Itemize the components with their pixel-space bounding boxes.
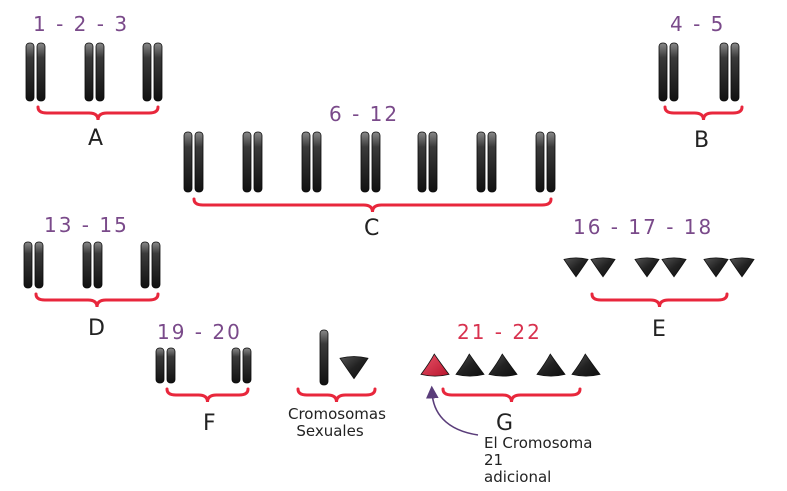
group-b-numbers: 4 - 5 xyxy=(670,12,726,36)
group-e-numbers: 16 - 17 - 18 xyxy=(573,215,714,239)
brace-group-f xyxy=(165,387,250,403)
group-a-letter: A xyxy=(88,126,104,151)
chromosome-d-2-right xyxy=(93,241,103,289)
sex-chromosomes-line1: Cromosomas xyxy=(288,405,386,423)
chromosome-c-1-left xyxy=(183,131,193,193)
extra-chromosome-label: El Cromosoma 21 adicional xyxy=(484,435,604,486)
chromosome-d-3-right xyxy=(151,241,161,289)
chromosome-e-1-right xyxy=(590,257,616,278)
group-c-numbers: 6 - 12 xyxy=(329,102,400,126)
chromosome-c-4-left xyxy=(360,131,370,193)
chromosome-21-left xyxy=(455,353,485,377)
chromosome-c-6-left xyxy=(476,131,486,193)
chromosome-d-2-left xyxy=(82,241,92,289)
chromosome-e-3-left xyxy=(703,257,729,278)
extra-chromosome-line1: El Cromosoma 21 xyxy=(484,434,593,469)
group-g-letter: G xyxy=(496,411,514,436)
chromosome-f-2-left xyxy=(231,347,241,384)
extra-chromosome-line2: adicional xyxy=(484,468,552,486)
brace-group-b xyxy=(663,105,744,121)
sex-chromosomes-line2: Sexuales xyxy=(296,422,364,440)
chromosome-a-1-right xyxy=(36,42,46,102)
chromosome-d-1-right xyxy=(34,241,44,289)
chromosome-f-1-right xyxy=(166,347,176,384)
sex-chromosomes-label: Cromosomas Sexuales xyxy=(288,406,386,440)
chromosome-b-1-left xyxy=(658,42,668,102)
group-f-letter: F xyxy=(203,411,216,436)
group-e-letter: E xyxy=(652,317,666,342)
chromosome-d-3-left xyxy=(140,241,150,289)
chromosome-c-7-left xyxy=(535,131,545,193)
chromosome-c-3-left xyxy=(301,131,311,193)
chromosome-c-3-right xyxy=(312,131,322,193)
brace-group-d xyxy=(34,292,160,308)
chromosome-a-3-right xyxy=(153,42,163,102)
chromosome-c-6-right xyxy=(487,131,497,193)
group-b-letter: B xyxy=(694,128,710,153)
chromosome-22-right xyxy=(571,353,601,377)
group-f-numbers: 19 - 20 xyxy=(157,320,242,344)
chromosome-a-2-right xyxy=(95,42,105,102)
chromosome-21-extra xyxy=(420,353,450,377)
chromosome-a-1-left xyxy=(25,42,35,102)
chromosome-c-4-right xyxy=(371,131,381,193)
brace-group-c xyxy=(192,197,553,213)
chromosome-d-1-left xyxy=(23,241,33,289)
chromosome-22-left xyxy=(536,353,566,377)
chromosome-b-2-left xyxy=(719,42,729,102)
brace-group-a xyxy=(36,105,160,121)
chromosome-c-2-right xyxy=(253,131,263,193)
chromosome-c-5-right xyxy=(428,131,438,193)
chromosome-a-3-left xyxy=(142,42,152,102)
chromosome-b-1-right xyxy=(669,42,679,102)
group-g-numbers: 21 - 22 xyxy=(457,320,542,344)
brace-group-g xyxy=(441,387,582,403)
chromosome-b-2-right xyxy=(730,42,740,102)
chromosome-21-right xyxy=(488,353,518,377)
chromosome-x xyxy=(319,329,329,386)
chromosome-c-7-right xyxy=(546,131,556,193)
group-c-letter: C xyxy=(364,216,380,241)
chromosome-a-2-left xyxy=(84,42,94,102)
group-a-numbers: 1 - 2 - 3 xyxy=(33,12,130,36)
chromosome-y xyxy=(339,356,369,380)
chromosome-e-1-left xyxy=(563,257,589,278)
chromosome-f-2-right xyxy=(242,347,252,384)
extra-chromosome-arrow xyxy=(425,385,479,436)
brace-group-e xyxy=(590,292,729,308)
chromosome-e-3-right xyxy=(729,257,755,278)
group-d-letter: D xyxy=(88,316,105,341)
chromosome-c-1-right xyxy=(194,131,204,193)
chromosome-c-5-left xyxy=(417,131,427,193)
group-d-numbers: 13 - 15 xyxy=(44,213,129,237)
brace-sex-chromosomes xyxy=(296,387,377,403)
chromosome-f-1-left xyxy=(155,347,165,384)
chromosome-c-2-left xyxy=(242,131,252,193)
chromosome-e-2-right xyxy=(661,257,687,278)
chromosome-e-2-left xyxy=(634,257,660,278)
